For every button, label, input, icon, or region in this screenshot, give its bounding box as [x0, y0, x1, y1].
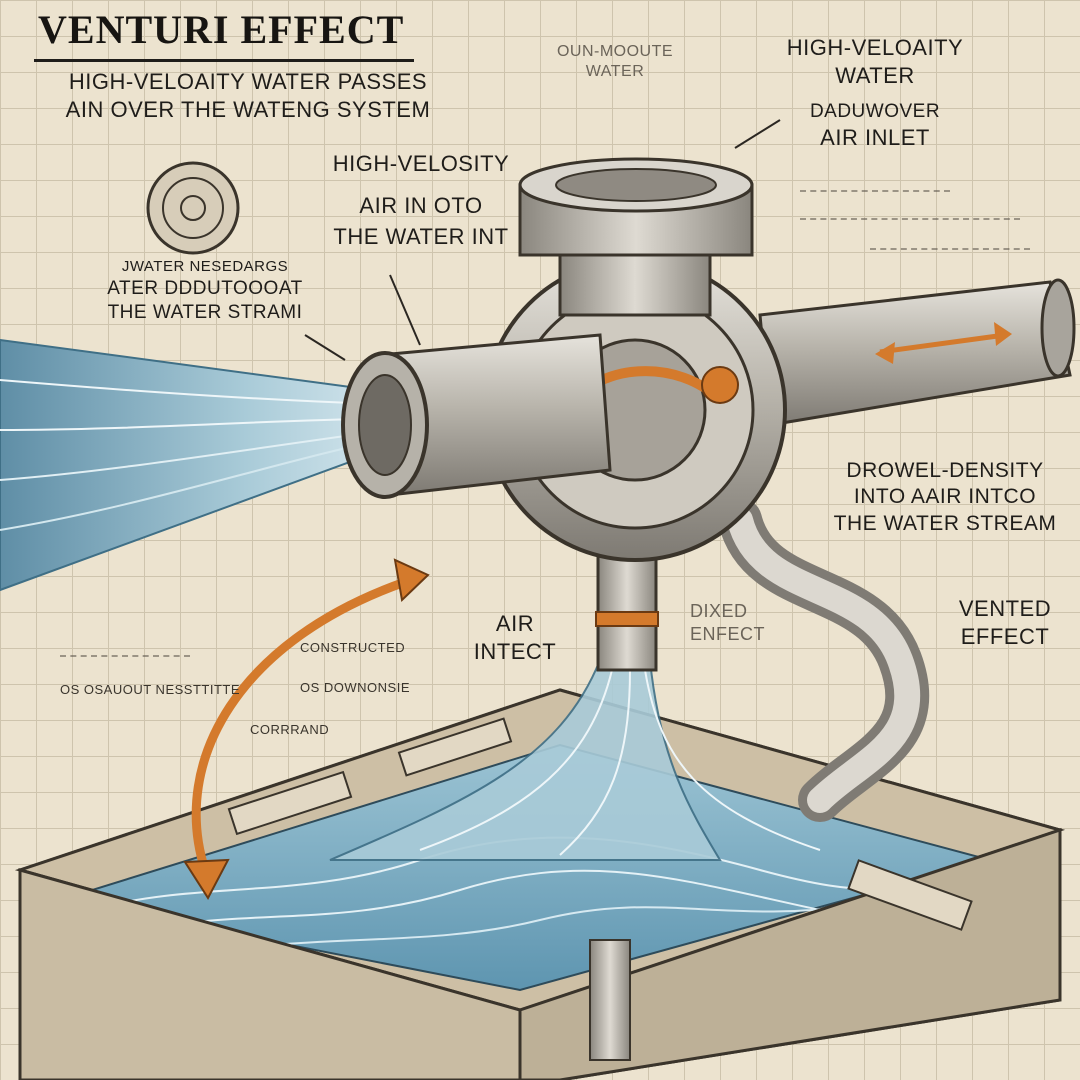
- right-line-2: INTO AAIR INTCO: [853, 485, 1037, 509]
- top-right-line-1: HIGH-VELOAITY: [786, 35, 964, 60]
- top-right-line-2: WATER: [835, 62, 915, 88]
- vented-effect-label: VENTED EFFECT: [945, 595, 1065, 650]
- left-line-3: THE WATER STRAMI: [107, 301, 303, 323]
- scrawl-label-1: CONSTRUCTED: [300, 640, 406, 655]
- copper-band: [595, 611, 659, 627]
- air-intect-line-2: INTECT: [473, 638, 557, 664]
- top-right-label: HIGH-VELOAITY WATER: [760, 34, 990, 89]
- center-line-3: THE WATER INT: [333, 224, 509, 249]
- water-jet: [0, 338, 411, 592]
- top-center-label: OUN-MOOUTE WATER: [530, 42, 700, 82]
- left-label: JWATER NESEDARGS ATER DDDUTOOOAT THE WAT…: [70, 258, 340, 324]
- vented-line-1: VENTED: [958, 596, 1052, 621]
- top-center-line-2: WATER: [585, 63, 645, 80]
- air-inlet-pipe: [758, 278, 1076, 427]
- scribble-mark: [800, 190, 950, 197]
- nozzle-pipe: [341, 333, 612, 499]
- top-cap: [518, 157, 754, 317]
- intro-line-1: HIGH-VELOAITY WATER PASSES: [68, 69, 428, 94]
- right-line-1: DROWEL-DENSITY: [846, 459, 1044, 482]
- scrawl-label-2: OS OSAUOUT NESSTTITTE: [60, 682, 241, 697]
- leader-lines: [304, 119, 781, 361]
- air-flow-arrow: [183, 558, 430, 900]
- intro-caption: HIGH-VELOAITY WATER PASSES AIN OVER THE …: [28, 68, 468, 123]
- top-center-line-1: OUN-MOOUTE: [556, 43, 674, 60]
- vented-line-2: EFFECT: [960, 623, 1050, 649]
- intro-line-2: AIN OVER THE WATENG SYSTEM: [65, 96, 431, 122]
- pressure-gauge-icon: [146, 161, 240, 255]
- scrawl-label-3: OS DOWNONSIE: [300, 680, 411, 695]
- falling-water: [329, 659, 821, 861]
- center-line-2: AIR IN OTO: [359, 192, 483, 218]
- right-label: DROWEL-DENSITY INTO AAIR INTCO THE WATER…: [820, 458, 1070, 537]
- scribble-mark: [800, 218, 1020, 225]
- air-inlet-line-1: DADUWOVER: [809, 101, 941, 122]
- air-intect-label: AIR INTECT: [470, 610, 560, 665]
- left-line-1: JWATER NESEDARGS: [121, 258, 289, 275]
- left-line-2: ATER DDDUTOOOAT: [107, 277, 303, 299]
- center-line-1: HIGH-VELOSITY: [332, 151, 510, 176]
- air-inlet-line-2: AIR INLET: [820, 124, 930, 150]
- scribble-mark: [60, 655, 190, 662]
- mixed-line-2: ENFECT: [690, 623, 765, 644]
- page-title: VENTURI EFFECT: [34, 4, 415, 62]
- mixed-line-1: DIXED: [690, 601, 748, 621]
- mixed-effect-label: DIXED ENFECT: [690, 600, 800, 645]
- right-line-3: THE WATER STREAM: [833, 511, 1057, 535]
- center-label: HIGH-VELOSITY AIR IN OTO THE WATER INT: [296, 150, 546, 251]
- air-inlet-label: DADUWOVER AIR INLET: [785, 100, 965, 151]
- air-intect-line-1: AIR: [495, 611, 535, 636]
- scrawl-label-4: CORRRAND: [250, 722, 330, 737]
- scribble-mark: [870, 248, 1030, 255]
